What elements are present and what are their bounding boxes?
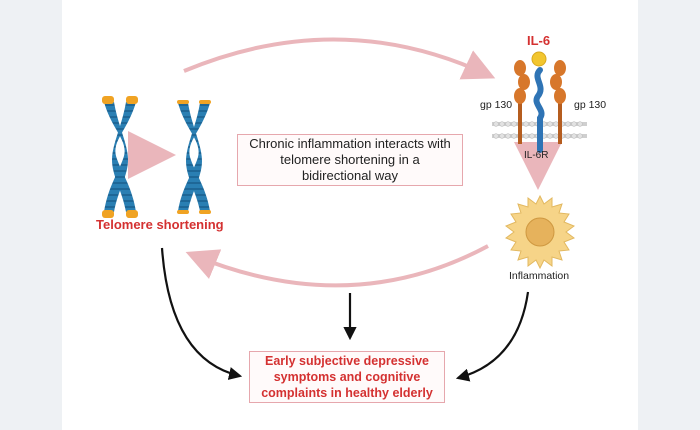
arrow-top-arc bbox=[183, 37, 496, 80]
telomere-shortening-label: Telomere shortening bbox=[96, 217, 224, 232]
center-statement-text: Chronic inflammation interacts with telo… bbox=[249, 136, 451, 183]
center-statement-box: Chronic inflammation interacts with telo… bbox=[237, 134, 463, 186]
arrow-left-to-outcome bbox=[160, 247, 243, 380]
arrow-bottom-arc bbox=[185, 244, 489, 288]
gp130-right-label: gp 130 bbox=[574, 99, 607, 111]
chromosome-long-telomeres bbox=[102, 96, 138, 218]
outcome-box: Early subjective depressive symptoms and… bbox=[249, 351, 445, 403]
il6-label: IL-6 bbox=[527, 33, 551, 48]
gp130-left-label: gp 130 bbox=[480, 99, 513, 111]
arrow-right-to-outcome bbox=[455, 291, 530, 382]
receptor-gp130-left bbox=[514, 60, 530, 144]
il6r-label: IL-6R bbox=[524, 150, 549, 161]
il6-ligand bbox=[531, 51, 547, 67]
chromosome-short-telomeres bbox=[177, 100, 211, 214]
receptor-il6r bbox=[533, 67, 545, 153]
inflammation-cell bbox=[504, 194, 576, 270]
receptor-gp130-right bbox=[550, 60, 566, 144]
inflammation-label: Inflammation bbox=[509, 270, 570, 282]
outcome-text: Early subjective depressive symptoms and… bbox=[261, 354, 433, 400]
